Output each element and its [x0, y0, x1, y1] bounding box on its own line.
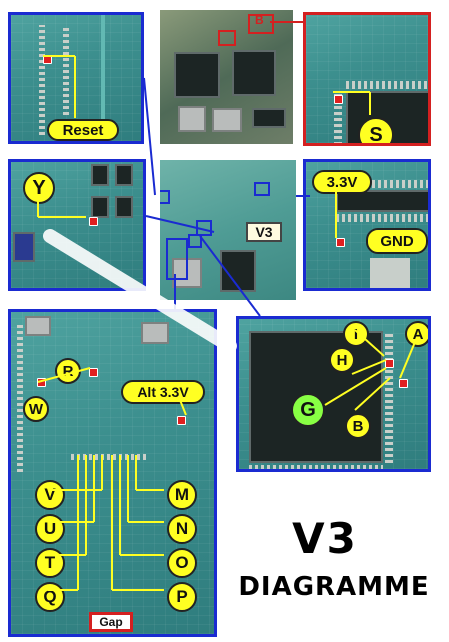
via-column [39, 25, 45, 135]
s-panel: S [303, 12, 431, 146]
chip-pins [249, 465, 383, 469]
chip-pins [334, 91, 342, 143]
highlight-box [160, 190, 170, 204]
w-label: W [23, 396, 49, 422]
chip-pins [346, 81, 428, 89]
n-label: N [167, 514, 197, 544]
board-bottom-photo: V3 [160, 160, 296, 300]
reset-point [43, 55, 52, 64]
chip [178, 106, 206, 132]
y-point [89, 217, 98, 226]
chip [115, 164, 133, 186]
a-point [399, 379, 408, 388]
via-column [63, 25, 69, 115]
chip [174, 52, 220, 98]
v3-board-label: V3 [246, 222, 282, 242]
three-three-v-point [336, 238, 345, 247]
highlight-box [188, 234, 202, 248]
i-label: I [343, 321, 369, 347]
m-label: M [167, 480, 197, 510]
highlight-box [218, 30, 236, 46]
chip-pins [336, 214, 428, 222]
a-label: A [405, 321, 428, 347]
chip [212, 108, 242, 132]
title-diagramme: DIAGRAMME [238, 572, 430, 602]
chip [13, 232, 35, 262]
chip [115, 196, 133, 218]
chip [336, 190, 428, 212]
r-label: R [55, 358, 81, 384]
top-marker: B [255, 13, 264, 27]
chip [220, 250, 256, 292]
t-label: T [35, 548, 65, 578]
highlight-box [254, 182, 270, 196]
w-point [37, 378, 46, 387]
h-point [385, 359, 394, 368]
highlight-box [248, 14, 274, 34]
v-label: V [35, 480, 65, 510]
chip-detail-panel: I A H G B [236, 316, 431, 472]
pcb-trace [101, 15, 105, 141]
reset-label: Reset [47, 119, 119, 141]
chip-pins [336, 180, 428, 188]
highlight-box [166, 238, 188, 280]
via-column [17, 322, 23, 472]
chip [141, 322, 169, 344]
p-label: P [167, 582, 197, 612]
alt-3-3v-point [177, 416, 186, 425]
s-label: S [358, 117, 394, 143]
chip [232, 50, 276, 96]
gap-label: Gap [89, 612, 133, 632]
test-point-row [71, 454, 149, 460]
alt-3-3v-label: Alt 3.3V [121, 380, 205, 404]
chip [25, 316, 51, 336]
power-panel: 3.3V GND [303, 159, 431, 291]
y-panel: Y [8, 159, 146, 291]
three-three-v-label: 3.3V [312, 170, 372, 194]
reset-panel: Reset [8, 12, 144, 144]
u-label: U [35, 514, 65, 544]
g-label: G [291, 393, 325, 427]
chip [252, 108, 286, 128]
o-label: O [167, 548, 197, 578]
y-label: Y [23, 172, 55, 204]
gnd-label: GND [366, 228, 428, 254]
q-label: Q [35, 582, 65, 612]
chip [91, 196, 109, 218]
b-label: B [345, 413, 371, 439]
s-point [334, 95, 343, 104]
h-label: H [329, 347, 355, 373]
chip-pins [385, 331, 393, 463]
board-top-photo: B [160, 10, 293, 144]
r-point [89, 368, 98, 377]
main-detail-panel: R W Alt 3.3V V U T Q M N O P Gap [8, 309, 217, 637]
chip [91, 164, 109, 186]
title-v3: V3 [292, 514, 358, 563]
gnd-pad [370, 258, 410, 288]
